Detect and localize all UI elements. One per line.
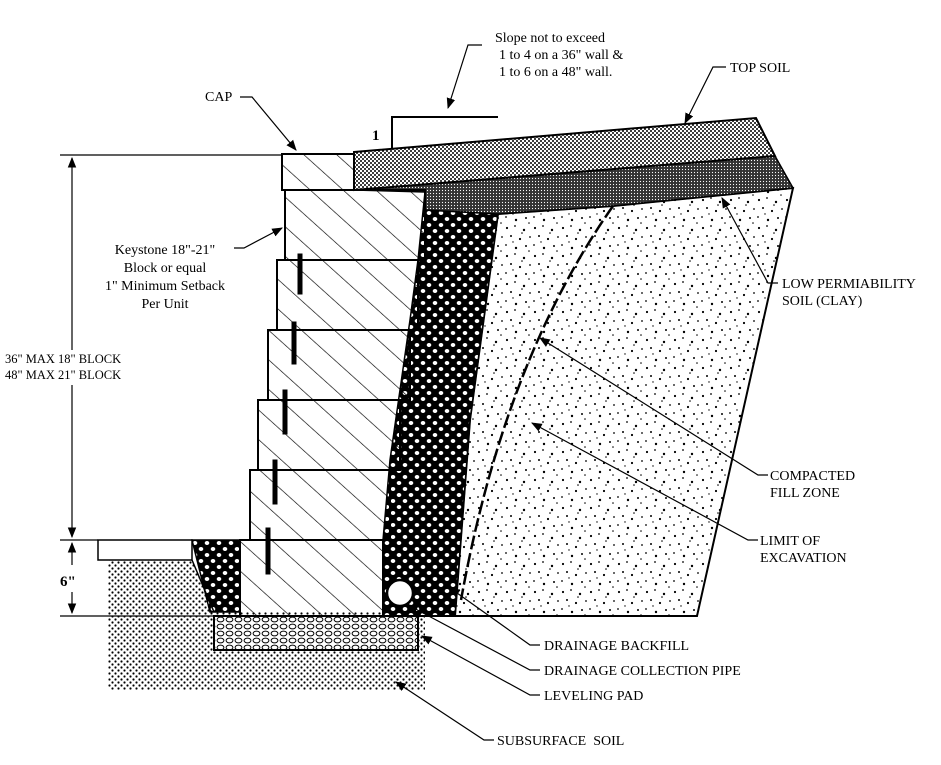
slope-note: Slope not to exceed 1 to 4 on a 36" wall… — [495, 31, 623, 80]
block-course-4 — [267, 329, 411, 401]
subsurface-soil-label: SUBSURFACE SOIL — [497, 734, 624, 749]
low-permeability-label: LOW PERMIABILITY SOIL (CLAY) — [782, 277, 916, 309]
finished-grade — [97, 539, 215, 613]
compacted-line-1: COMPACTED — [770, 469, 855, 484]
six-inch-label: 6" — [60, 574, 76, 590]
drainage-pipe-label: DRAINAGE COLLECTION PIPE — [544, 664, 741, 679]
block-note-line-1: Keystone 18"-21" — [115, 243, 215, 258]
block-note-line-3: 1" Minimum Setback — [105, 279, 225, 294]
block-note-line-4: Per Unit — [141, 297, 188, 312]
wall-height-label: 36" MAX 18" BLOCK 48" MAX 21" BLOCK — [5, 352, 121, 382]
leveling-pad — [213, 615, 419, 651]
slope-indicator — [391, 116, 498, 148]
leader-lines — [234, 44, 778, 741]
compacted-fill-label: COMPACTED FILL ZONE — [770, 469, 855, 501]
drainage-backfill-label: DRAINAGE BACKFILL — [544, 639, 689, 654]
block-course-2 — [249, 469, 391, 541]
block-wall — [239, 153, 426, 617]
top-soil-label: TOP SOIL — [730, 61, 790, 76]
limit-line-1: LIMIT OF — [760, 534, 820, 549]
block-course-6 — [284, 189, 426, 261]
limit-of-excavation-line — [459, 205, 615, 601]
limit-line-2: EXCAVATION — [760, 551, 847, 566]
compacted-fill-zone — [453, 186, 795, 617]
block-note: Keystone 18"-21" Block or equal 1" Minim… — [105, 243, 225, 312]
leveling-pad-label: LEVELING PAD — [544, 689, 643, 704]
wall-height-dimension — [60, 154, 282, 617]
cap-block — [281, 153, 355, 191]
block-course-3 — [257, 399, 401, 471]
block-course-1 — [239, 539, 384, 617]
block-note-line-2: Block or equal — [124, 261, 207, 276]
drainage-collection-pipe — [385, 578, 415, 608]
slope-note-line-2: 1 to 4 on a 36" wall & — [499, 48, 623, 63]
slope-note-line-1: Slope not to exceed — [495, 31, 605, 46]
low-perm-line-2: SOIL (CLAY) — [782, 294, 863, 309]
wall-height-line-2: 48" MAX 21" BLOCK — [5, 368, 121, 382]
slope-note-line-3: 1 to 6 on a 48" wall. — [499, 65, 612, 80]
wall-height-line-1: 36" MAX 18" BLOCK — [5, 352, 121, 366]
slope-ratio-label: 1 — [372, 128, 380, 144]
low-perm-line-1: LOW PERMIABILITY — [782, 277, 916, 292]
limit-of-excavation-label: LIMIT OF EXCAVATION — [760, 534, 847, 566]
cap-label: CAP — [205, 90, 232, 105]
compacted-line-2: FILL ZONE — [770, 486, 840, 501]
connection-pins — [265, 253, 303, 575]
